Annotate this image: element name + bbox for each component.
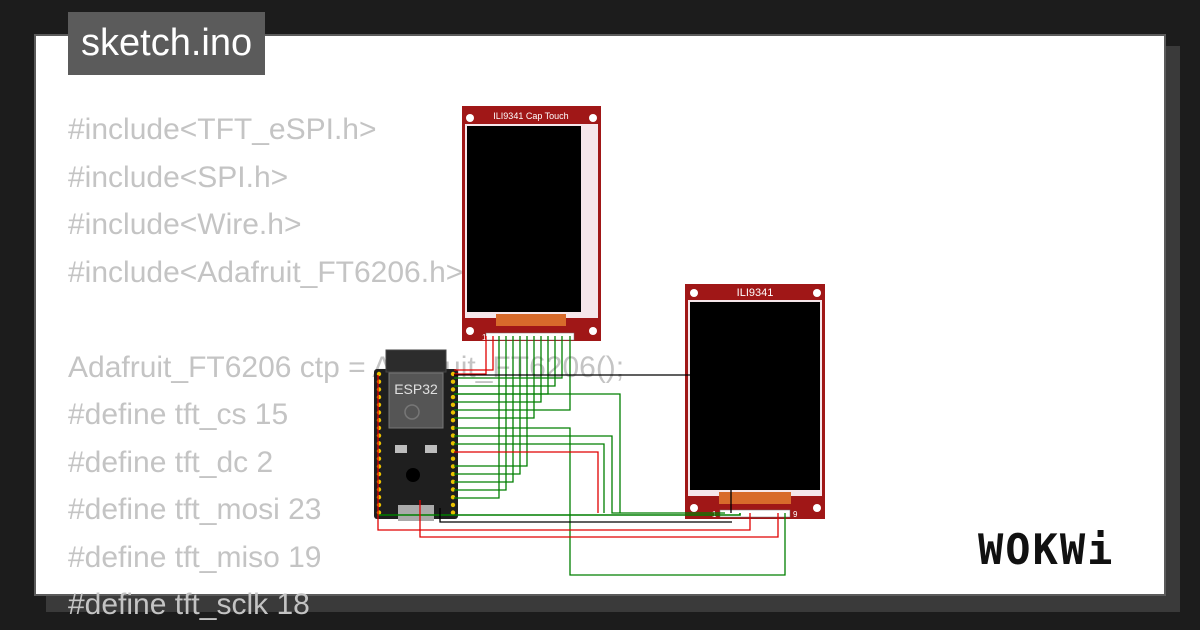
esp32-pin[interactable] xyxy=(450,402,456,407)
wire-green[interactable] xyxy=(454,336,563,379)
wokwi-logo[interactable]: WOKWi xyxy=(978,525,1115,574)
code-line: #define tft_mosi 23 xyxy=(68,493,322,526)
wire-red[interactable] xyxy=(419,500,779,538)
esp32-pin[interactable] xyxy=(450,441,456,446)
esp32-button[interactable] xyxy=(395,445,407,453)
wire-green[interactable] xyxy=(454,336,535,419)
wire-green[interactable] xyxy=(378,513,741,516)
mounting-hole xyxy=(589,114,597,122)
code-line: #include<Adafruit_FT6206.h> xyxy=(68,255,464,289)
code-line: #define tft_dc 2 xyxy=(68,445,274,479)
esp32-pin[interactable] xyxy=(450,418,456,423)
wire-green[interactable] xyxy=(454,336,528,467)
display-main-pin-last: 9 xyxy=(793,510,798,519)
wire-red[interactable] xyxy=(377,375,751,531)
esp32-pin[interactable] xyxy=(450,510,456,515)
wire-green[interactable] xyxy=(454,336,571,411)
esp32-pin[interactable] xyxy=(450,394,456,400)
esp32-pin[interactable] xyxy=(450,433,456,438)
mounting-hole xyxy=(813,504,821,512)
esp32-pin[interactable] xyxy=(450,387,456,392)
esp32-pin[interactable] xyxy=(450,471,456,477)
esp32-pin[interactable] xyxy=(450,379,456,384)
esp32-pin[interactable] xyxy=(450,464,456,469)
code-line: #include<TFT_eSPI.h> xyxy=(68,113,377,146)
code-line: #include<Wire.h> xyxy=(68,208,302,241)
wire-black[interactable] xyxy=(439,508,732,523)
display-touch[interactable]: ILI9341 Cap Touch 1 xyxy=(462,106,601,342)
mounting-hole xyxy=(813,289,821,297)
wire-green[interactable] xyxy=(454,336,514,483)
display-main[interactable]: ILI9341 1 9 xyxy=(685,284,825,519)
wire-red[interactable] xyxy=(454,336,487,375)
wire-red[interactable] xyxy=(454,451,599,513)
wire-green[interactable] xyxy=(454,427,786,576)
esp32-button[interactable] xyxy=(425,445,437,453)
esp32-pin[interactable] xyxy=(450,479,456,484)
wire-green[interactable] xyxy=(454,336,500,499)
file-title-badge[interactable]: sketch.ino xyxy=(68,12,266,75)
esp32-module xyxy=(388,372,444,429)
mounting-hole xyxy=(690,289,698,297)
wire-green[interactable] xyxy=(454,336,542,403)
wire-green[interactable] xyxy=(454,435,725,514)
espressif-logo-icon xyxy=(404,404,420,420)
code-line: #define tft_miso 19 xyxy=(68,540,322,574)
code-line: #include<SPI.h> xyxy=(68,160,289,194)
display-main-label: ILI9341 xyxy=(737,287,774,299)
mounting-hole xyxy=(466,114,474,122)
wires xyxy=(377,336,786,576)
esp32-pin[interactable] xyxy=(450,425,456,431)
esp32-pin[interactable] xyxy=(450,456,456,461)
esp32-label: ESP32 xyxy=(394,381,438,397)
mounting-hole xyxy=(690,504,698,512)
display-touch-pin-first: 1 xyxy=(482,333,487,342)
code-line: #define tft_sclk 18 xyxy=(68,588,310,621)
esp32-antenna xyxy=(385,349,447,373)
wire-green[interactable] xyxy=(454,336,507,491)
display-main-screen[interactable] xyxy=(690,302,820,490)
display-touch-screen[interactable] xyxy=(467,126,581,312)
esp32-usb-port xyxy=(398,505,434,521)
display-main-flex-cable xyxy=(719,492,791,504)
wire-green[interactable] xyxy=(454,336,556,387)
display-touch-flex-cable xyxy=(496,314,566,326)
wire-green[interactable] xyxy=(454,393,621,513)
mounting-hole xyxy=(589,327,597,335)
mounting-hole xyxy=(466,327,474,335)
code-line: #define tft_cs 15 xyxy=(68,398,289,431)
esp32-pin[interactable] xyxy=(450,502,456,508)
wire-red[interactable] xyxy=(454,336,494,371)
display-touch-label: ILI9341 Cap Touch xyxy=(493,111,568,121)
esp32-chip xyxy=(406,468,420,482)
esp32-pin[interactable] xyxy=(450,410,456,415)
esp32-board[interactable]: ESP32 xyxy=(374,349,458,521)
wire-green[interactable] xyxy=(454,443,605,513)
esp32-pin[interactable] xyxy=(450,495,456,500)
wire-green[interactable] xyxy=(454,336,521,475)
